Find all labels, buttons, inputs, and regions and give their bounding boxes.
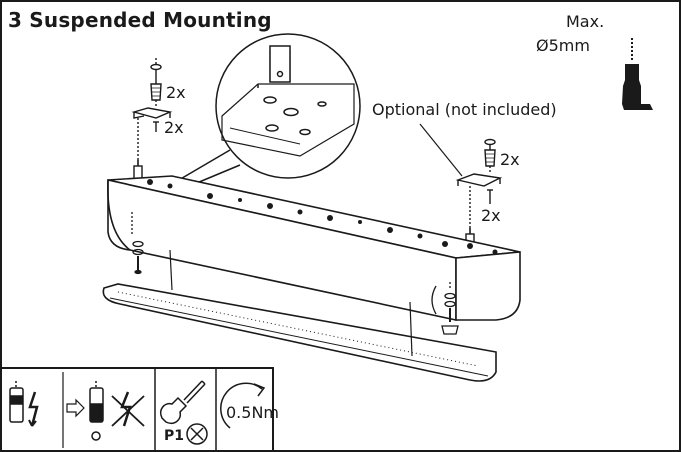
right-hanger-kit (419, 123, 503, 249)
max-label: Max. (566, 12, 605, 31)
detail-magnifier (171, 33, 361, 191)
housing-holes (147, 179, 498, 255)
page-title: 3 Suspended Mounting (8, 8, 272, 32)
qty-left-bottom: 2x (164, 118, 184, 137)
left-fixing-screws (131, 212, 144, 275)
qty-right-bottom: 2x (481, 206, 501, 225)
torque-label: 0.5Nm (226, 403, 279, 422)
screwdriver-icon (160, 380, 208, 445)
luminaire-diffuser (102, 249, 497, 382)
wall-plug-icon (622, 38, 653, 110)
qty-right-top: 2x (500, 150, 520, 169)
optional-label: Optional (not included) (372, 100, 557, 119)
qty-left-top: 2x (166, 83, 186, 102)
right-fixing-screws (431, 282, 459, 335)
left-hanger-kit (131, 58, 173, 181)
tool-label: P1 (164, 428, 185, 444)
icon-panel (0, 367, 274, 452)
torque-icon (220, 382, 266, 429)
disconnect-power-icon (9, 372, 145, 448)
diameter-label: Ø5mm (536, 36, 590, 55)
icon-panel-frame (0, 367, 274, 452)
